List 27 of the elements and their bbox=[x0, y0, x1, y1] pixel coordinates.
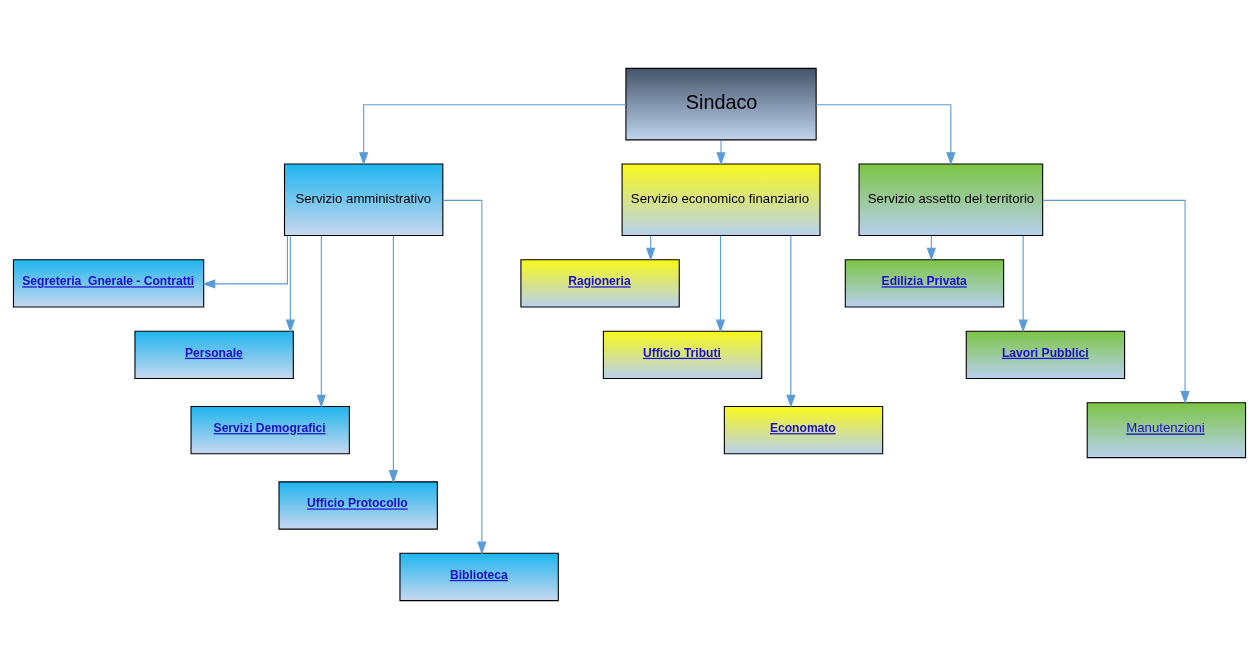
node-box: Manutenzioni bbox=[1086, 402, 1247, 459]
arrow bbox=[1042, 199, 1190, 405]
arrow bbox=[715, 235, 726, 333]
arrow bbox=[442, 199, 487, 555]
arrow bbox=[1018, 235, 1028, 333]
node-box: Sindaco bbox=[625, 67, 817, 141]
arrow bbox=[716, 139, 726, 166]
node-box: Lavori Pubblici bbox=[965, 330, 1126, 380]
node-box: Servizio amministrativo bbox=[283, 163, 444, 237]
node-box: Servizi Demografici bbox=[190, 405, 350, 455]
arrow bbox=[388, 235, 398, 484]
node-box: Servizio assetto del territorio bbox=[858, 163, 1044, 237]
arrow bbox=[786, 235, 796, 409]
arrow bbox=[359, 104, 627, 166]
arrow bbox=[202, 235, 288, 289]
arrow bbox=[285, 235, 295, 333]
node-box: Servizio economico finanziario bbox=[621, 163, 821, 237]
arrow bbox=[316, 235, 326, 409]
node-box: Biblioteca bbox=[399, 552, 559, 602]
node-box: Ufficio Protocollo bbox=[278, 481, 438, 530]
node-box: Ragioneria bbox=[520, 259, 680, 308]
node-box: Personale bbox=[134, 330, 294, 380]
node-box: Ufficio Tributi bbox=[602, 330, 763, 380]
node-box: Economato bbox=[723, 405, 884, 455]
node-box: Segreteria Gnerale - Contratti bbox=[12, 259, 205, 308]
node-box: Edilizia Privata bbox=[844, 259, 1005, 308]
arrow bbox=[815, 104, 956, 166]
